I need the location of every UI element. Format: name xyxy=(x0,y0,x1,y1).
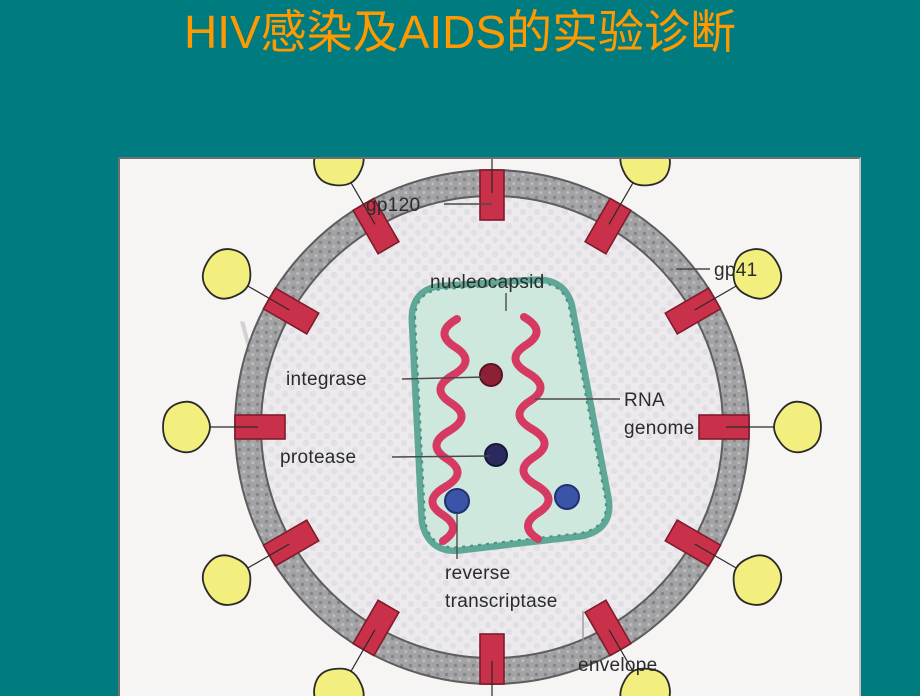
label-protease: protease xyxy=(280,447,356,468)
rna-strand-left xyxy=(428,315,470,545)
rna-strand-right xyxy=(511,313,553,543)
spike xyxy=(584,159,671,255)
label-envelope: envelope xyxy=(578,655,658,676)
nucleocapsid-core xyxy=(408,276,613,554)
spike xyxy=(479,633,505,696)
protease-leader xyxy=(391,455,491,458)
spike xyxy=(664,248,783,335)
label-nucleocapsid: nucleocapsid xyxy=(430,272,545,293)
protease-dot xyxy=(484,443,508,467)
label-gp120: gp120 xyxy=(366,195,420,216)
label-rna-genome-line2: genome xyxy=(624,418,694,439)
reverse-transcriptase-dot-right xyxy=(554,484,580,510)
integrase-dot xyxy=(479,363,503,387)
spike xyxy=(313,159,400,255)
spike xyxy=(201,519,320,606)
spike xyxy=(201,248,320,335)
page-title: HIV感染及AIDS的实验诊断 xyxy=(183,6,737,58)
reverse-transcriptase-dot-left xyxy=(444,488,470,514)
spike xyxy=(479,159,505,221)
hiv-virion-diagram: w.zi m.cn xyxy=(120,159,859,696)
spike xyxy=(162,400,286,454)
label-integrase: integrase xyxy=(286,369,367,390)
spike xyxy=(664,519,783,606)
figure-frame: w.zi m.cn xyxy=(118,157,861,696)
spike xyxy=(698,400,822,454)
label-reverse-transcriptase-line2: transcriptase xyxy=(445,591,558,612)
label-rna-genome-line1: RNA xyxy=(624,390,665,411)
rna-genome-strands xyxy=(428,313,553,545)
label-gp41: gp41 xyxy=(714,260,757,281)
spike-group xyxy=(162,159,822,696)
virion-svg: w.zi m.cn xyxy=(120,159,859,696)
label-reverse-transcriptase-line1: reverse xyxy=(445,563,510,584)
integrase-leader xyxy=(401,376,486,380)
